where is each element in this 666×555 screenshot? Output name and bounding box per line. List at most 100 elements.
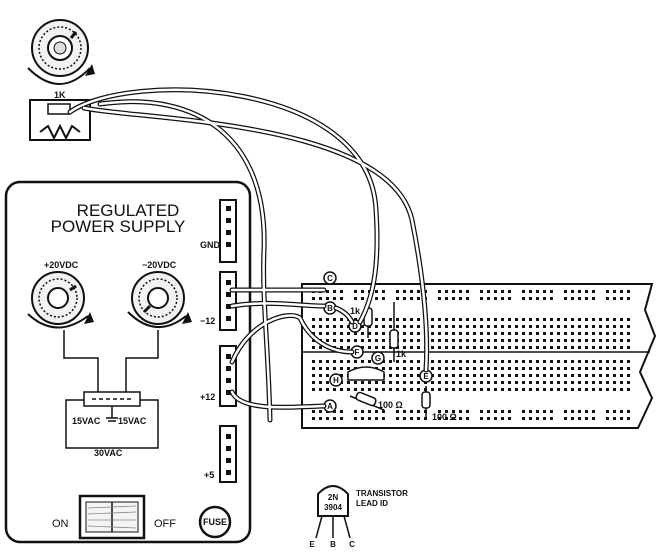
breadboard-hole (410, 374, 413, 377)
breadboard-hole (522, 388, 525, 391)
breadboard-hole (571, 318, 574, 321)
breadboard-hole (508, 381, 511, 384)
breadboard-hole (473, 332, 476, 335)
breadboard-hole (361, 381, 364, 384)
breadboard-hole (606, 297, 609, 300)
breadboard-hole (522, 410, 525, 413)
breadboard-hole (620, 381, 623, 384)
power-switch[interactable] (78, 494, 146, 540)
breadboard-hole (375, 417, 378, 420)
terminal-label-plus5: +5 (204, 470, 214, 480)
breadboard-hole (522, 290, 525, 293)
breadboard-hole (620, 388, 623, 391)
breadboard-hole (480, 367, 483, 370)
breadboard-hole (494, 374, 497, 377)
breadboard-hole (536, 346, 539, 349)
breadboard-hole (515, 325, 518, 328)
breadboard-hole (389, 318, 392, 321)
breadboard-hole (403, 410, 406, 413)
breadboard-hole (403, 374, 406, 377)
breadboard-hole (613, 346, 616, 349)
breadboard-hole (480, 388, 483, 391)
breadboard-hole (396, 297, 399, 300)
breadboard-hole (501, 410, 504, 413)
breadboard-hole (585, 388, 588, 391)
breadboard-hole (459, 367, 462, 370)
breadboard-hole (550, 381, 553, 384)
breadboard-hole (501, 360, 504, 363)
breadboard-hole (613, 318, 616, 321)
breadboard-hole (466, 367, 469, 370)
breadboard-hole (410, 339, 413, 342)
breadboard-hole (550, 332, 553, 335)
positive-voltage-knob[interactable] (31, 271, 85, 325)
breadboard-hole (480, 374, 483, 377)
terminal-minus12[interactable] (219, 271, 237, 331)
breadboard-hole (543, 339, 546, 342)
breadboard-hole (466, 325, 469, 328)
breadboard-hole (550, 410, 553, 413)
breadboard-hole (557, 318, 560, 321)
breadboard-hole (396, 325, 399, 328)
breadboard-hole (319, 360, 322, 363)
breadboard-hole (410, 360, 413, 363)
node-g-label: G (375, 354, 381, 363)
breadboard-hole (326, 388, 329, 391)
breadboard-hole (410, 381, 413, 384)
breadboard-hole (571, 325, 574, 328)
breadboard-hole (466, 381, 469, 384)
breadboard-hole (410, 410, 413, 413)
breadboard-hole (466, 297, 469, 300)
breadboard-hole (452, 410, 455, 413)
breadboard-hole (396, 360, 399, 363)
negative-voltage-label: −20VDC (142, 260, 177, 270)
breadboard-hole (543, 360, 546, 363)
terminal-plus5[interactable] (219, 425, 237, 483)
node-b-label: B (327, 304, 333, 313)
breadboard-hole (361, 339, 364, 342)
breadboard-hole (445, 332, 448, 335)
breadboard-hole (410, 417, 413, 420)
terminal-label-plus12: +12 (200, 392, 215, 402)
breadboard-hole (494, 381, 497, 384)
resistor-1k-g: 1k (389, 302, 407, 362)
breadboard-hole (606, 374, 609, 377)
breadboard-hole (508, 332, 511, 335)
breadboard-hole (613, 410, 616, 413)
breadboard-hole (354, 290, 357, 293)
breadboard-hole (501, 339, 504, 342)
breadboard-hole (578, 388, 581, 391)
breadboard-hole (347, 332, 350, 335)
breadboard-hole (571, 297, 574, 300)
breadboard-hole (445, 360, 448, 363)
breadboard-hole (389, 360, 392, 363)
breadboard-hole (452, 417, 455, 420)
breadboard-hole (515, 318, 518, 321)
breadboard-hole (389, 325, 392, 328)
transformer-left-label: 15VAC (72, 416, 101, 426)
breadboard-hole (606, 346, 609, 349)
negative-voltage-knob[interactable] (131, 271, 185, 325)
breadboard-hole (326, 339, 329, 342)
breadboard-hole (410, 367, 413, 370)
breadboard-hole (326, 332, 329, 335)
breadboard-hole (599, 346, 602, 349)
breadboard-hole (585, 346, 588, 349)
terminal-gnd[interactable] (219, 199, 237, 263)
breadboard-hole (599, 325, 602, 328)
breadboard-hole (585, 297, 588, 300)
breadboard-hole (501, 374, 504, 377)
fuse-holder[interactable] (198, 505, 232, 539)
breadboard-hole (459, 410, 462, 413)
breadboard-hole (417, 339, 420, 342)
breadboard-hole (515, 367, 518, 370)
breadboard-hole (529, 388, 532, 391)
breadboard-hole (431, 360, 434, 363)
breadboard-hole (487, 388, 490, 391)
breadboard-hole (382, 297, 385, 300)
breadboard-hole (459, 360, 462, 363)
breadboard-hole (627, 360, 630, 363)
breadboard-hole (403, 297, 406, 300)
breadboard-hole (487, 381, 490, 384)
